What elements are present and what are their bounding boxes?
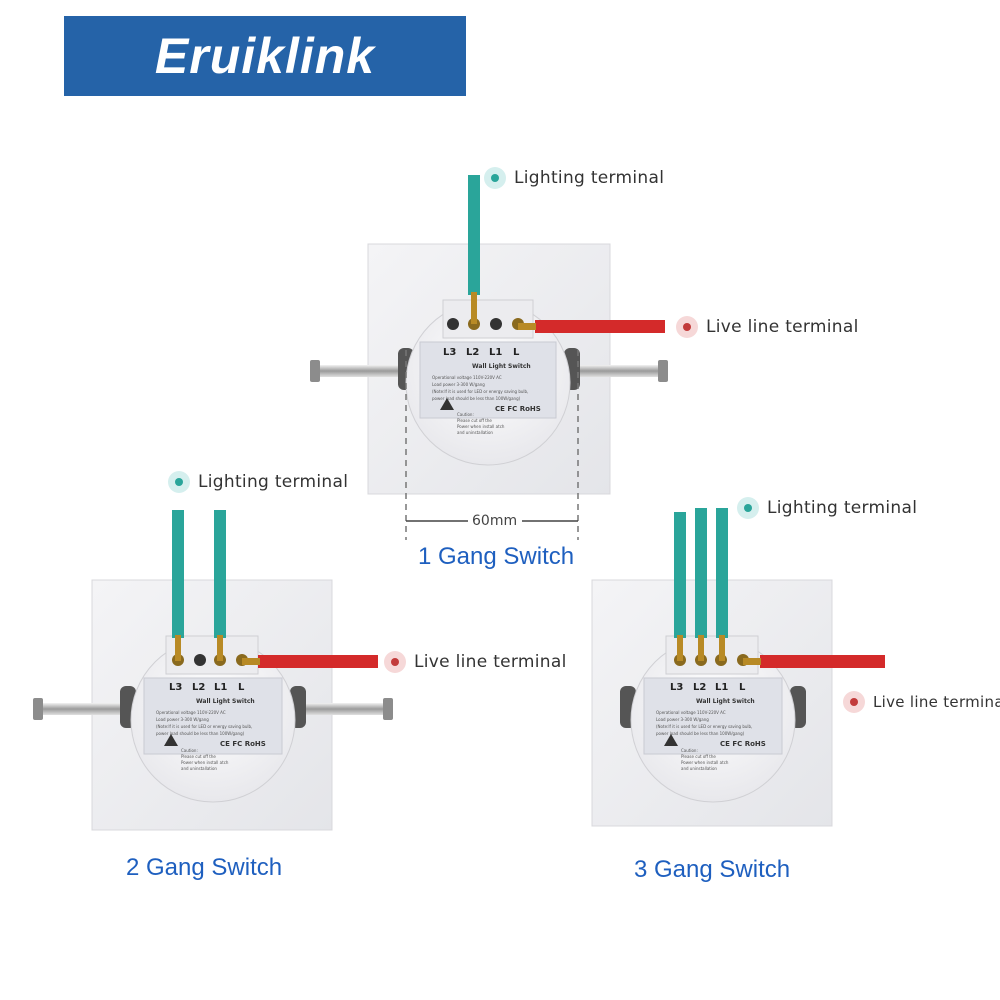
terminal-label: L1 — [715, 682, 728, 693]
svg-text:Caution:: Caution: — [457, 412, 474, 417]
svg-text:Caution:: Caution: — [681, 748, 698, 753]
callout-lighting-terminal-2: Lighting terminal — [168, 471, 348, 493]
brand-name: Eruiklink — [154, 28, 376, 84]
lighting-wire — [716, 508, 728, 638]
terminal-label: L — [513, 347, 520, 358]
terminal-label: L2 — [466, 347, 479, 358]
live-line-terminal-label: Live line terminal — [873, 693, 1000, 711]
svg-text:Operational voltage 110V-220V: Operational voltage 110V-220V AC — [656, 710, 726, 715]
terminal-label: L2 — [192, 682, 205, 693]
lighting-wire — [172, 510, 184, 638]
svg-text:Operational voltage 110V-220V: Operational voltage 110V-220V AC — [432, 375, 502, 380]
lighting-terminal-label: Lighting terminal — [514, 168, 665, 188]
terminal-label: L3 — [670, 682, 683, 693]
caption-1-gang: 1 Gang Switch — [418, 543, 575, 570]
callout-live-line-terminal-2: Live line terminal — [384, 651, 567, 673]
terminal-label: L3 — [169, 682, 182, 693]
svg-text:Operational voltage 110V-220V: Operational voltage 110V-220V AC — [156, 710, 226, 715]
svg-text:CE FC RoHS: CE FC RoHS — [220, 740, 266, 748]
live-wire — [535, 320, 665, 333]
svg-text:Wall Light Switch: Wall Light Switch — [696, 698, 755, 705]
svg-text:and uninstallation: and uninstallation — [181, 766, 217, 771]
svg-text:Power when install atch: Power when install atch — [681, 760, 729, 765]
svg-text:Wall Light Switch: Wall Light Switch — [196, 698, 255, 705]
live-line-terminal-label: Live line terminal — [706, 317, 859, 337]
live-line-terminal-label: Live line terminal — [414, 652, 567, 672]
lighting-wire — [468, 175, 480, 295]
svg-text:(Note:If it is used for LED or: (Note:If it is used for LED or energy sa… — [656, 724, 752, 729]
mounting-screw-right — [293, 703, 388, 715]
svg-text:and uninstallation: and uninstallation — [457, 430, 493, 435]
svg-text:(Note:If it is used for LED or: (Note:If it is used for LED or energy sa… — [432, 389, 528, 394]
svg-text:Power when install atch: Power when install atch — [181, 760, 229, 765]
svg-text:Load power 3-300 W/gang: Load power 3-300 W/gang — [656, 717, 709, 722]
lighting-terminal-label: Lighting terminal — [767, 498, 918, 518]
svg-text:Caution:: Caution: — [181, 748, 198, 753]
terminal-label: L2 — [693, 682, 706, 693]
red-dot-icon — [384, 651, 406, 673]
svg-text:Wall Light Switch: Wall Light Switch — [472, 363, 531, 370]
switch-2-gang: L3 L2 L1 L Wall Light Switch Operational… — [33, 510, 393, 831]
lighting-wire — [214, 510, 226, 638]
mounting-screw-right — [568, 365, 663, 377]
warning-icon — [440, 398, 454, 410]
callout-live-line-terminal-1: Live line terminal — [676, 316, 859, 338]
dimension-label: 60mm — [472, 513, 518, 529]
svg-text:and uninstallation: and uninstallation — [681, 766, 717, 771]
callout-lighting-terminal-1: Lighting terminal — [484, 167, 664, 189]
svg-text:Load power 3-300 W/gang: Load power 3-300 W/gang — [432, 382, 485, 387]
svg-text:CE FC RoHS: CE FC RoHS — [495, 405, 541, 413]
caption-3-gang: 3 Gang Switch — [634, 856, 791, 883]
svg-text:Please cut off the: Please cut off the — [457, 418, 492, 423]
teal-dot-icon — [484, 167, 506, 189]
terminal-label: L — [238, 682, 245, 693]
lighting-terminal-label: Lighting terminal — [198, 472, 349, 492]
warning-icon — [664, 734, 678, 746]
svg-text:Please cut off the: Please cut off the — [181, 754, 216, 759]
callout-lighting-terminal-3: Lighting terminal — [737, 497, 917, 519]
warning-icon — [164, 734, 178, 746]
svg-text:Power when install atch: Power when install atch — [457, 424, 505, 429]
live-wire — [258, 655, 378, 668]
svg-text:CE FC RoHS: CE FC RoHS — [720, 740, 766, 748]
teal-dot-icon — [168, 471, 190, 493]
mounting-screw-left — [315, 365, 410, 377]
svg-text:(Note:If it is used for LED or: (Note:If it is used for LED or energy sa… — [156, 724, 252, 729]
svg-text:Load power 3-300 W/gang: Load power 3-300 W/gang — [156, 717, 209, 722]
terminal-label: L1 — [489, 347, 502, 358]
teal-dot-icon — [737, 497, 759, 519]
red-dot-icon — [843, 691, 865, 713]
live-wire — [760, 655, 885, 668]
svg-text:power load should be less than: power load should be less than 100W/gang… — [656, 731, 745, 736]
red-dot-icon — [676, 316, 698, 338]
caption-2-gang: 2 Gang Switch — [126, 854, 283, 881]
switch-3-gang: L3 L2 L1 L Wall Light Switch Operational… — [591, 508, 885, 827]
lighting-wire — [695, 508, 707, 638]
terminal-label: L3 — [443, 347, 456, 358]
lighting-wire — [674, 512, 686, 638]
switch-1-gang: L3 L2 L1 L Wall Light Switch Operational… — [310, 175, 668, 540]
callout-live-line-terminal-3: Live line terminal — [843, 691, 1000, 713]
svg-text:power load should be less than: power load should be less than 100W/gang… — [156, 731, 245, 736]
terminal-label: L1 — [214, 682, 227, 693]
terminal-label: L — [739, 682, 746, 693]
svg-text:power load should be less than: power load should be less than 100W/gang… — [432, 396, 521, 401]
mounting-screw-left — [38, 703, 133, 715]
svg-text:Please cut off the: Please cut off the — [681, 754, 716, 759]
brand-logo: Eruiklink — [64, 16, 466, 96]
